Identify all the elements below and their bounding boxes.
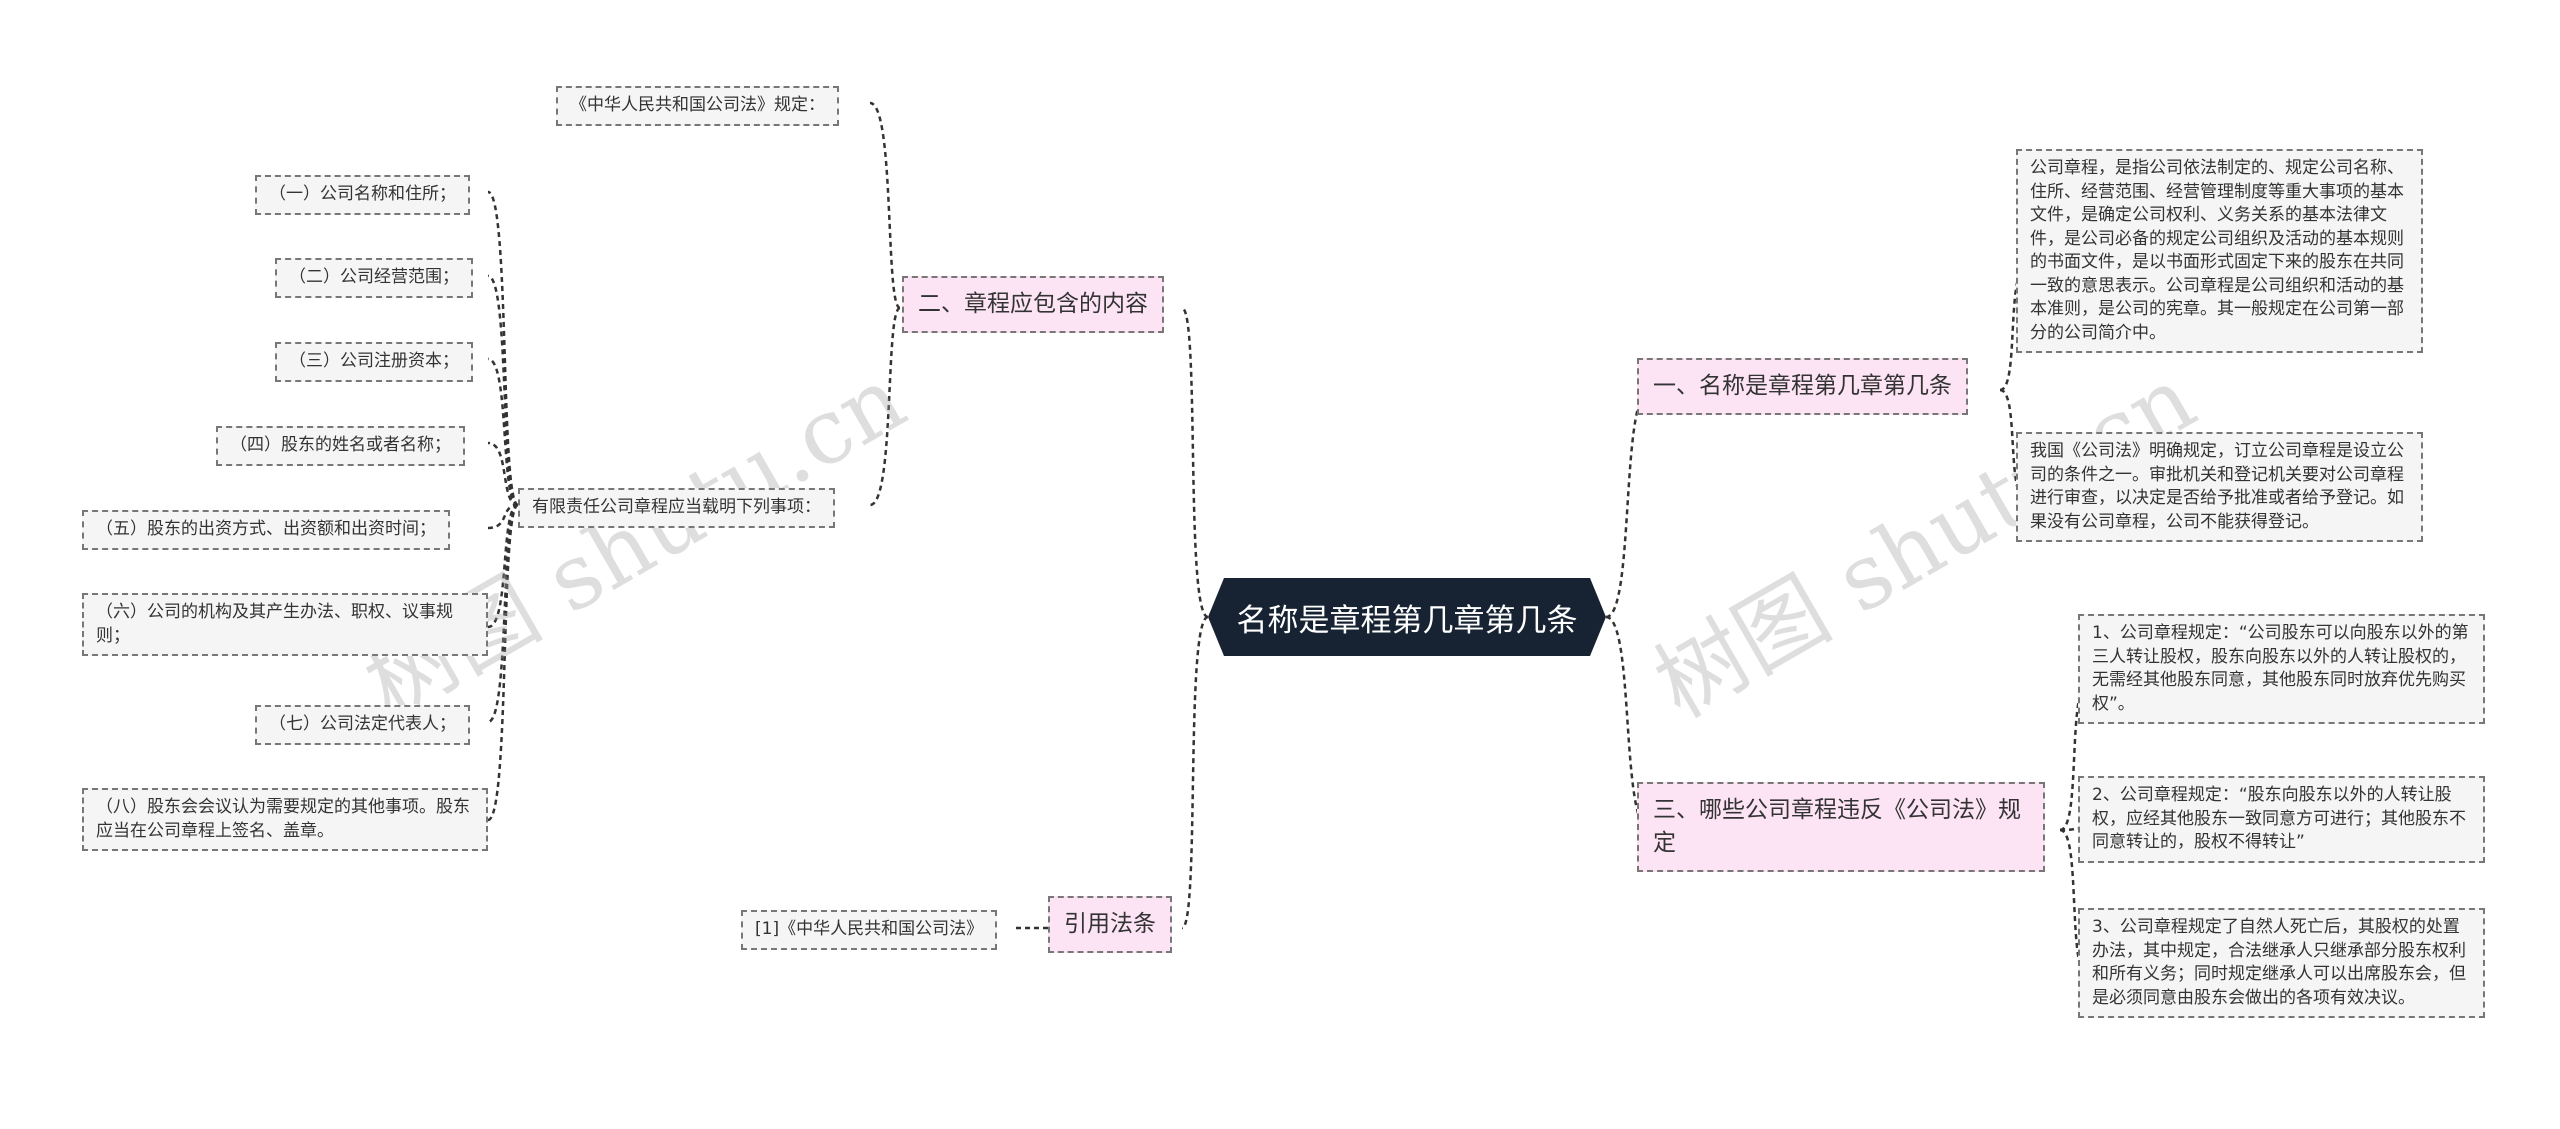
leaf-item-8[interactable]: （八）股东会会议认为需要规定的其他事项。股东应当在公司章程上签名、盖章。	[82, 788, 488, 851]
link-b3-leaf2	[2059, 826, 2091, 832]
branch-node-violating-charters[interactable]: 三、哪些公司章程违反《公司法》规定	[1637, 782, 2045, 872]
leaf-item-7[interactable]: （七）公司法定代表人；	[255, 705, 470, 745]
link-root-b4	[1180, 615, 1209, 930]
branch-node-charter-contents[interactable]: 二、章程应包含的内容	[902, 276, 1164, 333]
leaf-item-2[interactable]: （二）公司经营范围；	[275, 258, 473, 298]
leaf-charter-requirement[interactable]: 我国《公司法》明确规定，订立公司章程是设立公司的条件之一。审批机关和登记机关要对…	[2016, 432, 2423, 542]
leaf-violation-1[interactable]: 1、公司章程规定：“公司股东可以向股东以外的第三人转让股权，股东向股东以外的人转…	[2078, 614, 2485, 724]
link-b2-itemsheader	[869, 306, 902, 507]
root-node[interactable]: 名称是章程第几章第几条	[1208, 578, 1606, 656]
link-items-6	[487, 503, 519, 629]
leaf-cited-law-1[interactable]: [1]《中华人民共和国公司法》	[741, 910, 998, 950]
leaf-item-6[interactable]: （六）公司的机构及其产生办法、职权、议事规则；	[82, 593, 488, 656]
leaf-item-3[interactable]: （三）公司注册资本；	[275, 342, 473, 382]
leaf-items-header[interactable]: 有限责任公司章程应当载明下列事项：	[518, 488, 835, 528]
link-b1-leaf1	[1999, 263, 2029, 392]
link-root-b2	[1180, 306, 1209, 619]
branch-node-name-article[interactable]: 一、名称是章程第几章第几条	[1637, 358, 1968, 415]
link-items-8	[486, 503, 520, 822]
link-b2-lawref	[869, 101, 902, 310]
link-items-3	[487, 357, 519, 507]
leaf-law-reference[interactable]: 《中华人民共和国公司法》规定：	[556, 86, 839, 126]
leaf-item-4[interactable]: （四）股东的姓名或者名称；	[216, 426, 465, 466]
leaf-violation-3[interactable]: 3、公司章程规定了自然人死亡后，其股权的处置办法，其中规定，合法继承人只继承部分…	[2078, 908, 2485, 1018]
branch-node-cited-laws[interactable]: 引用法条	[1048, 896, 1172, 953]
link-items-7	[487, 503, 519, 724]
link-items-1	[486, 190, 520, 507]
leaf-item-1[interactable]: （一）公司名称和住所；	[255, 175, 470, 215]
link-root-b1	[1605, 388, 1651, 619]
leaf-charter-definition[interactable]: 公司章程，是指公司依法制定的、规定公司名称、住所、经营范围、经营管理制度等重大事…	[2016, 149, 2423, 353]
link-items-4	[487, 441, 519, 507]
link-items-5	[487, 503, 519, 530]
leaf-violation-2[interactable]: 2、公司章程规定：“股东向股东以外的人转让股权，应经其他股东一致同意方可进行；其…	[2078, 776, 2485, 863]
leaf-item-5[interactable]: （五）股东的出资方式、出资额和出资时间；	[82, 510, 450, 550]
